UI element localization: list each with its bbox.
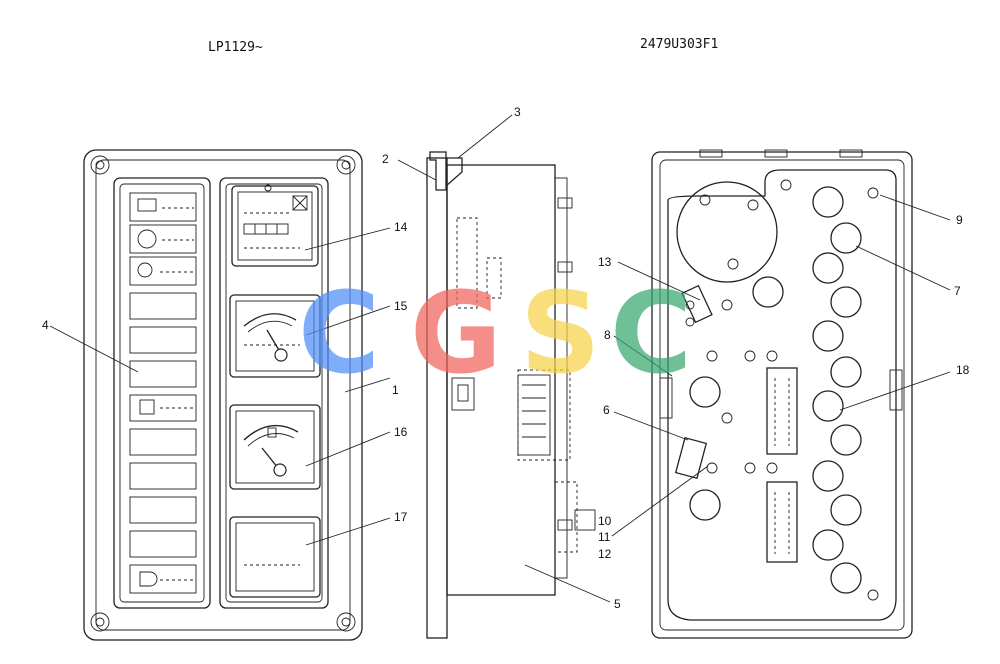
- rear-panel-view: [651, 149, 913, 639]
- terminal-nuts: [685, 299, 778, 474]
- front-panel-inner: [95, 159, 351, 631]
- drawing-code-right: 2479U303F1: [640, 37, 718, 52]
- blank-module: [229, 516, 321, 598]
- watermark-letter-s: S: [520, 269, 601, 399]
- gauge-column: [219, 177, 329, 609]
- callout-5: 5: [614, 597, 621, 611]
- drawing-code-left: LP1129~: [208, 40, 263, 55]
- indicator-lamps: [129, 192, 197, 594]
- terminal-connectors: [766, 367, 798, 563]
- rear-panel-outer: [651, 151, 913, 639]
- front-panel-outer: [83, 149, 363, 641]
- fuel-gauge: [229, 404, 321, 490]
- leader-lines: [49, 114, 951, 603]
- callout-13: 13: [598, 255, 612, 269]
- watermark-letter-c1: C: [298, 269, 380, 399]
- callout-3: 3: [514, 105, 521, 119]
- callout-9: 9: [956, 213, 963, 227]
- callout-10: 10: [598, 514, 612, 528]
- bulb-sockets: [689, 186, 862, 594]
- callout-18: 18: [956, 363, 970, 377]
- callout-12: 12: [598, 547, 612, 561]
- gauge-back-housing: [676, 181, 778, 283]
- callout-4: 4: [42, 318, 49, 332]
- rear-pcb-outline: [667, 169, 897, 621]
- callout-labels: 1 2 3 4 5 6 7 8 9 10 11 12 13 14 15 16 1…: [42, 105, 970, 611]
- cgsc-watermark: C G S C: [298, 269, 692, 399]
- resistor-component: [681, 284, 713, 324]
- callout-2: 2: [382, 152, 389, 166]
- callout-17: 17: [394, 510, 408, 524]
- temperature-gauge: [229, 294, 321, 378]
- front-panel-view: [83, 149, 363, 641]
- connector-block: [517, 374, 551, 456]
- callout-6: 6: [603, 403, 610, 417]
- watermark-letter-g: G: [410, 269, 502, 399]
- side-view: [426, 151, 596, 639]
- callout-14: 14: [394, 220, 408, 234]
- callout-7: 7: [954, 284, 961, 298]
- hourmeter: [231, 184, 319, 267]
- callout-16: 16: [394, 425, 408, 439]
- callout-8: 8: [604, 328, 611, 342]
- diode-component: [674, 436, 708, 480]
- indicator-lamp-column: [113, 177, 211, 609]
- watermark-letter-c2: C: [610, 269, 692, 399]
- callout-11: 11: [598, 530, 611, 544]
- callout-1: 1: [392, 383, 399, 397]
- callout-15: 15: [394, 299, 408, 313]
